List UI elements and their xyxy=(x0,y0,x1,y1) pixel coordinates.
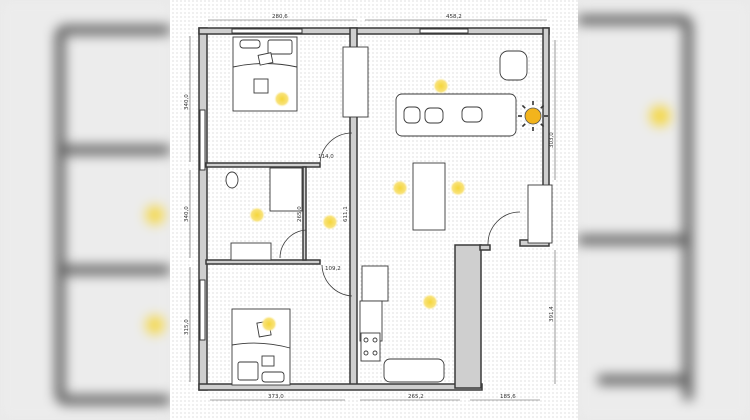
dimension-label: 391,4 xyxy=(549,306,555,322)
armchair-icon xyxy=(499,50,528,81)
dimension-label: 265,0 xyxy=(297,206,303,222)
sun-ray xyxy=(540,123,545,128)
door-arc xyxy=(279,229,307,259)
window xyxy=(419,28,469,34)
sun-ray xyxy=(521,123,526,128)
dimension-label: 340,0 xyxy=(184,206,190,222)
ceiling-light-icon xyxy=(392,180,408,196)
bathtub-icon xyxy=(383,358,445,383)
sofa-icon xyxy=(395,93,517,137)
dimension-label: 109,2 xyxy=(325,266,341,272)
ceiling-light-icon xyxy=(422,294,438,310)
wardrobe-icon xyxy=(342,46,369,118)
dimension-label: 458,2 xyxy=(446,14,462,20)
door-arc xyxy=(319,132,353,166)
shower-icon xyxy=(269,167,303,212)
blurred-background-left xyxy=(0,0,170,420)
dimension-label: 114,0 xyxy=(318,154,334,160)
door-arc xyxy=(321,264,353,297)
dimension-label: 280,6 xyxy=(272,14,288,20)
dimension-label: 185,6 xyxy=(500,394,516,400)
stove-icon xyxy=(360,332,381,362)
walls xyxy=(198,27,550,391)
dimension-label: 315,0 xyxy=(184,319,190,335)
dimension-label: 611,1 xyxy=(343,206,349,222)
window xyxy=(199,279,206,341)
ceiling-light-icon xyxy=(274,91,290,107)
sun-ray xyxy=(521,104,526,109)
sink-icon xyxy=(230,242,272,261)
ceiling-light-icon xyxy=(261,316,277,332)
dimension-label: 340,0 xyxy=(184,94,190,110)
fridge-icon xyxy=(361,265,389,302)
sun-ray xyxy=(540,104,545,109)
ceiling-light-icon xyxy=(450,180,466,196)
door-arc xyxy=(487,211,521,246)
dimension-label: 373,0 xyxy=(268,394,284,400)
window xyxy=(199,109,206,171)
dimension-label: 303,0 xyxy=(549,132,555,148)
ceiling-light-icon xyxy=(249,207,265,223)
toilet-icon xyxy=(225,171,239,189)
ceiling-light-icon xyxy=(433,78,449,94)
sun-icon xyxy=(518,101,548,131)
bed-icon xyxy=(231,308,291,386)
window xyxy=(231,28,303,34)
blurred-background-right xyxy=(578,0,750,420)
table-icon xyxy=(412,162,446,231)
balcony-cabinet xyxy=(527,184,553,244)
ceiling-light-icon xyxy=(322,214,338,230)
dimension-label: 265,2 xyxy=(408,394,424,400)
